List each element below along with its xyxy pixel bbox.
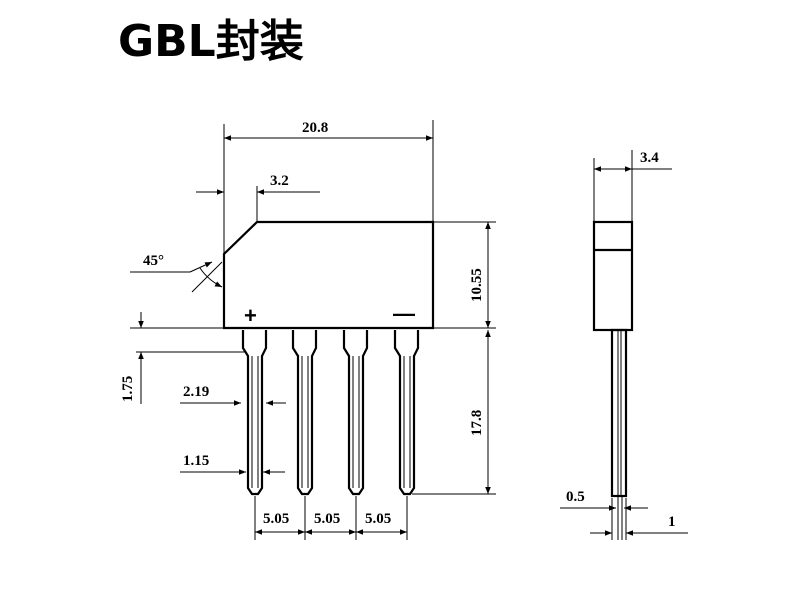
side-lead [610,328,628,498]
minus-mark: — [393,301,415,326]
dim-pitch-1-label: 5.05 [263,511,289,527]
lead-2 [291,330,318,496]
dim-shoulder-height: 1.75 [120,312,246,404]
dim-pitch-2-label: 5.05 [314,511,340,527]
side-body-outline [592,220,634,332]
dim-chamfer-width: 3.2 [196,173,320,222]
dim-lead-offset: 1 [590,498,688,540]
plus-mark: + [244,303,257,328]
dim-pitch-3-label: 5.05 [365,511,391,527]
dim-overall-width-label: 20.8 [302,120,328,136]
dim-chamfer-width-label: 3.2 [270,173,289,189]
dim-lead-length-label: 17.8 [469,410,485,436]
front-body-outline [222,220,435,330]
dim-lead-thickness-label: 0.5 [566,489,585,505]
dim-body-thickness-label: 3.4 [640,150,659,166]
lead-4 [393,330,420,496]
dim-lead-thickness: 0.5 [560,489,648,540]
page-title: GBL封装 [118,16,304,67]
dim-body-height: 10.55 [433,221,496,329]
lead-1 [241,330,268,496]
dim-overall-width: 20.8 [223,120,434,254]
front-view: + — 20.8 [120,120,496,540]
dim-body-thickness: 3.4 [593,150,672,222]
dim-chamfer-angle: 45° [130,253,223,293]
dim-chamfer-angle-label: 45° [143,253,164,269]
dim-shoulder-width: 2.19 [180,384,286,406]
dim-shoulder-width-label: 2.19 [183,384,209,400]
dim-lead-width: 1.15 [180,453,285,475]
dim-pitch: 5.05 5.05 5.05 [254,496,408,540]
dim-shoulder-height-label: 1.75 [120,376,136,402]
lead-3 [342,330,369,496]
dim-body-height-label: 10.55 [469,268,485,302]
dim-lead-length: 17.8 [412,330,496,495]
side-view: 3.4 0.5 1 [560,150,688,540]
dim-lead-width-label: 1.15 [183,453,209,469]
dim-lead-offset-label: 1 [668,514,676,530]
